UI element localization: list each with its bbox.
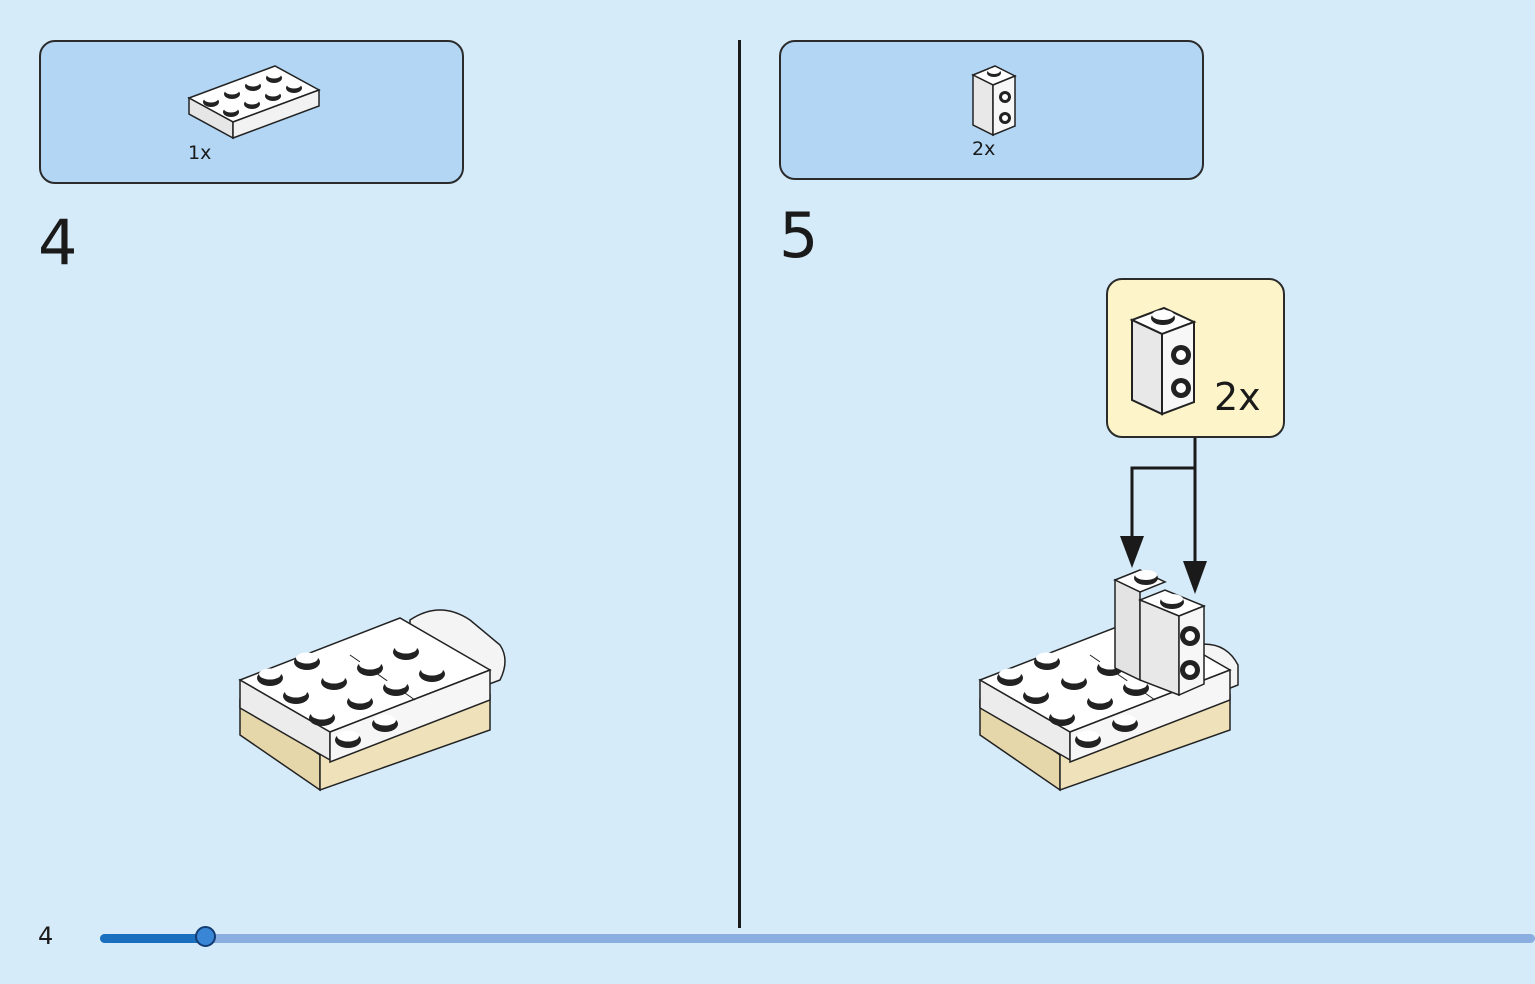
sub-assembly-callout: 2x <box>1106 278 1285 438</box>
part-quantity: 1x <box>188 142 212 164</box>
step-4-parts-box: 1x <box>39 40 464 184</box>
white-brick-side-studs-icon <box>971 65 1017 137</box>
step-5-parts-box: 2x <box>779 40 1204 180</box>
callout-quantity: 2x <box>1214 375 1261 419</box>
white-plate-2x4-icon <box>187 65 321 140</box>
step-number: 5 <box>779 199 819 272</box>
step-number: 4 <box>38 206 78 279</box>
step-4-build-illustration <box>238 609 506 792</box>
page-number: 4 <box>38 922 54 950</box>
step-divider <box>738 40 741 928</box>
white-brick-side-studs-icon <box>1129 306 1197 416</box>
progress-bar <box>100 926 1535 947</box>
placement-arrows <box>1120 438 1207 594</box>
part-quantity: 2x <box>972 138 996 160</box>
progress-fill <box>100 934 207 943</box>
progress-knob <box>195 926 217 947</box>
step-5-build-illustration <box>978 569 1239 792</box>
